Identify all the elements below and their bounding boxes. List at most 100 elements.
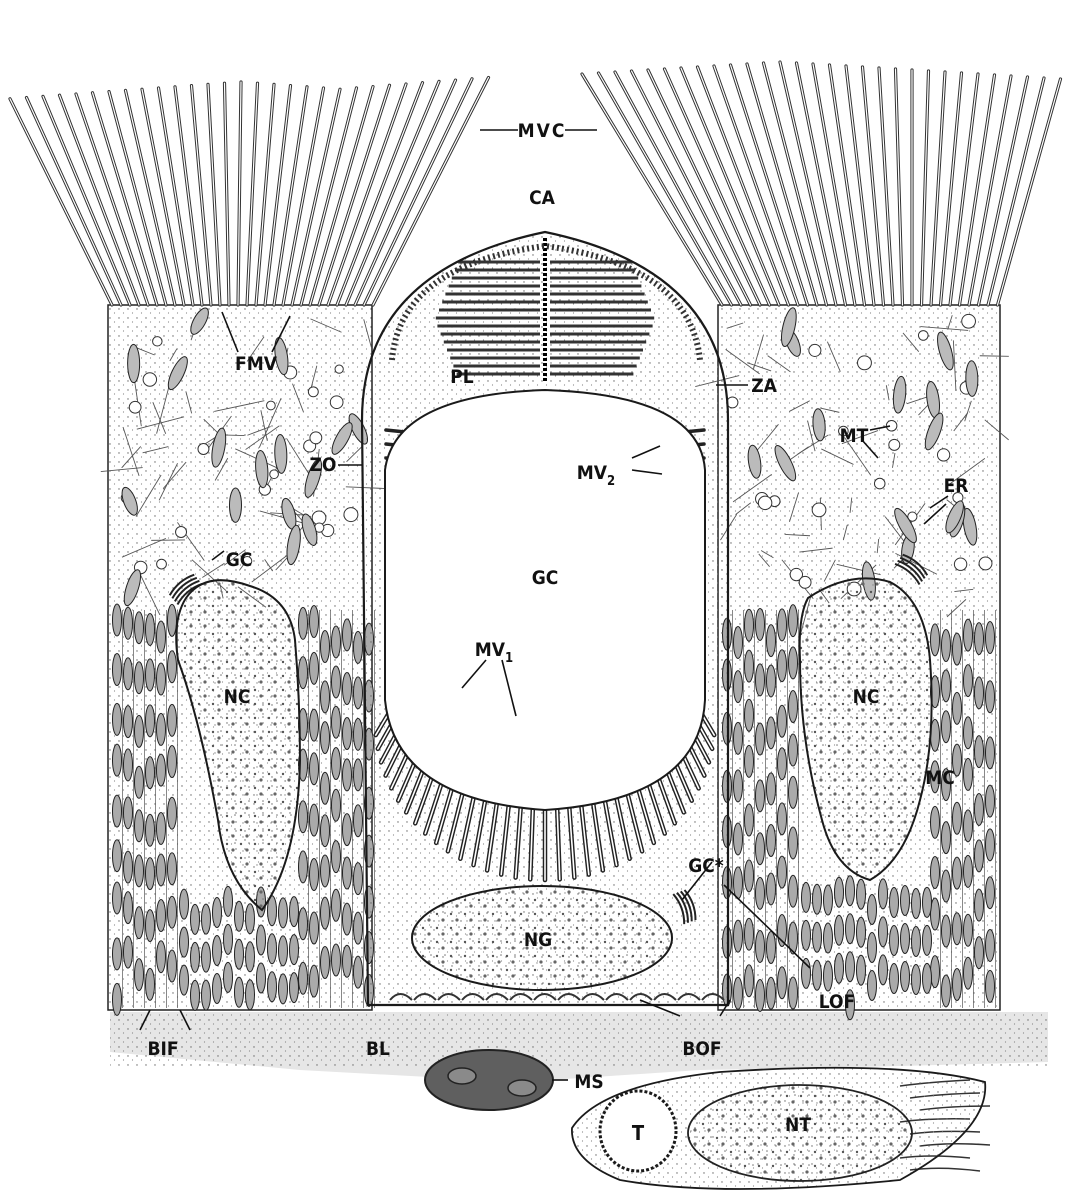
basal-mitochondrion: [124, 706, 133, 738]
basal-mitochondrion: [778, 967, 787, 999]
basal-mitochondrion: [332, 841, 341, 873]
basal-mitochondrion: [146, 757, 155, 789]
basal-mitochondrion: [734, 823, 743, 855]
vesicle: [809, 344, 821, 356]
basal-mitochondrion: [235, 939, 244, 969]
basal-mitochondrion: [135, 907, 144, 939]
basal-mitochondrion: [202, 942, 211, 972]
basal-mitochondrion: [986, 681, 995, 713]
label-ms: MS: [574, 1071, 603, 1093]
basal-mitochondrion: [835, 877, 844, 907]
basal-mitochondrion: [975, 937, 984, 969]
vesicle: [176, 527, 187, 538]
basal-mitochondrion: [124, 658, 133, 690]
basal-mitochondrion: [802, 958, 811, 988]
label-mvc: MVC: [518, 120, 567, 142]
basal-mitochondrion: [778, 650, 787, 682]
basal-mitochondrion: [767, 665, 776, 697]
basal-mitochondrion: [942, 822, 951, 854]
basal-mitochondrion: [953, 857, 962, 889]
basal-mitochondrion: [802, 882, 811, 912]
basal-mitochondrion: [879, 879, 888, 909]
label-nc-right: NC: [853, 686, 880, 708]
basal-mitochondrion: [964, 619, 973, 651]
basal-mitochondrion: [857, 955, 866, 985]
basal-mitochondrion: [767, 717, 776, 749]
basal-mitochondrion: [146, 910, 155, 942]
basal-mitochondrion: [734, 867, 743, 899]
basal-mitochondrion: [343, 945, 352, 977]
basal-mitochondrion: [146, 705, 155, 737]
basal-mitochondrion: [157, 621, 166, 653]
basal-mitochondrion: [890, 926, 899, 956]
label-nc-left: NC: [224, 686, 251, 708]
basal-mitochondrion: [789, 977, 798, 1009]
microvillus-left-core: [126, 90, 176, 305]
basal-mitochondrion: [343, 857, 352, 889]
basal-mitochondrion: [912, 964, 921, 994]
basal-mitochondrion: [113, 654, 122, 686]
microvillus-left-core: [328, 84, 406, 305]
basal-mitochondrion: [857, 917, 866, 947]
basal-mitochondrion: [953, 968, 962, 1000]
basal-mitochondrion: [931, 857, 940, 889]
basal-mitochondrion: [157, 754, 166, 786]
filament: [980, 356, 1009, 357]
basal-mitochondrion: [734, 671, 743, 703]
basal-mitochondrion: [310, 753, 319, 785]
basal-mitochondrion: [901, 923, 910, 953]
basal-mitochondrion: [745, 745, 754, 777]
basal-mitochondrion: [157, 941, 166, 973]
basal-mitochondrion: [745, 860, 754, 892]
vesicle: [157, 559, 167, 569]
basal-mitochondrion: [813, 960, 822, 990]
basal-mitochondrion: [986, 929, 995, 961]
basal-mitochondrion: [135, 612, 144, 644]
basal-mitochondrion: [343, 673, 352, 705]
basal-mitochondrion: [168, 853, 177, 885]
basal-mitochondrion: [734, 722, 743, 754]
label-za: ZA: [751, 375, 777, 397]
basal-mitochondrion: [734, 770, 743, 802]
basal-mitochondrion: [813, 922, 822, 952]
basal-mitochondrion: [235, 901, 244, 931]
basal-mitochondrion: [778, 803, 787, 835]
microvillus-right-core: [681, 68, 779, 305]
basal-mitochondrion: [310, 965, 319, 997]
basal-mitochondrion: [756, 930, 765, 962]
basal-mitochondrion: [299, 801, 308, 833]
basal-mitochondrion: [890, 964, 899, 994]
vesicle: [153, 337, 162, 346]
basal-mitochondrion: [332, 789, 341, 821]
basal-mitochondrion: [279, 898, 288, 928]
basal-mitochondrion: [113, 938, 122, 970]
basal-mitochondrion: [124, 936, 133, 968]
vesicle: [962, 314, 976, 328]
basal-mitochondrion: [168, 704, 177, 736]
basal-mitochondrion: [354, 912, 363, 944]
basal-mitochondrion: [113, 795, 122, 827]
basal-mitochondrion: [113, 604, 122, 636]
basal-mitochondrion: [191, 904, 200, 934]
basal-mitochondrion: [299, 607, 308, 639]
microvillus-left-core: [60, 95, 140, 305]
basal-mitochondrion: [975, 793, 984, 825]
basal-mitochondrion: [146, 613, 155, 645]
basal-mitochondrion: [257, 963, 266, 993]
basal-mitochondrion: [824, 923, 833, 953]
basal-mitochondrion: [846, 914, 855, 944]
label-gc-golgi-left: GC: [226, 549, 253, 571]
basal-mitochondrion: [745, 965, 754, 997]
basal-mitochondrion: [299, 657, 308, 689]
basal-mitochondrion: [975, 677, 984, 709]
basal-mitochondrion: [942, 915, 951, 947]
basal-mitochondrion: [942, 870, 951, 902]
basal-mitochondrion: [290, 935, 299, 965]
basal-mitochondrion: [767, 773, 776, 805]
basal-mitochondrion: [986, 785, 995, 817]
basal-mitochondrion: [168, 797, 177, 829]
microvillus-right-core: [714, 66, 798, 305]
basal-mitochondrion: [756, 979, 765, 1011]
vesicle: [143, 373, 156, 386]
basal-mitochondrion: [767, 977, 776, 1009]
